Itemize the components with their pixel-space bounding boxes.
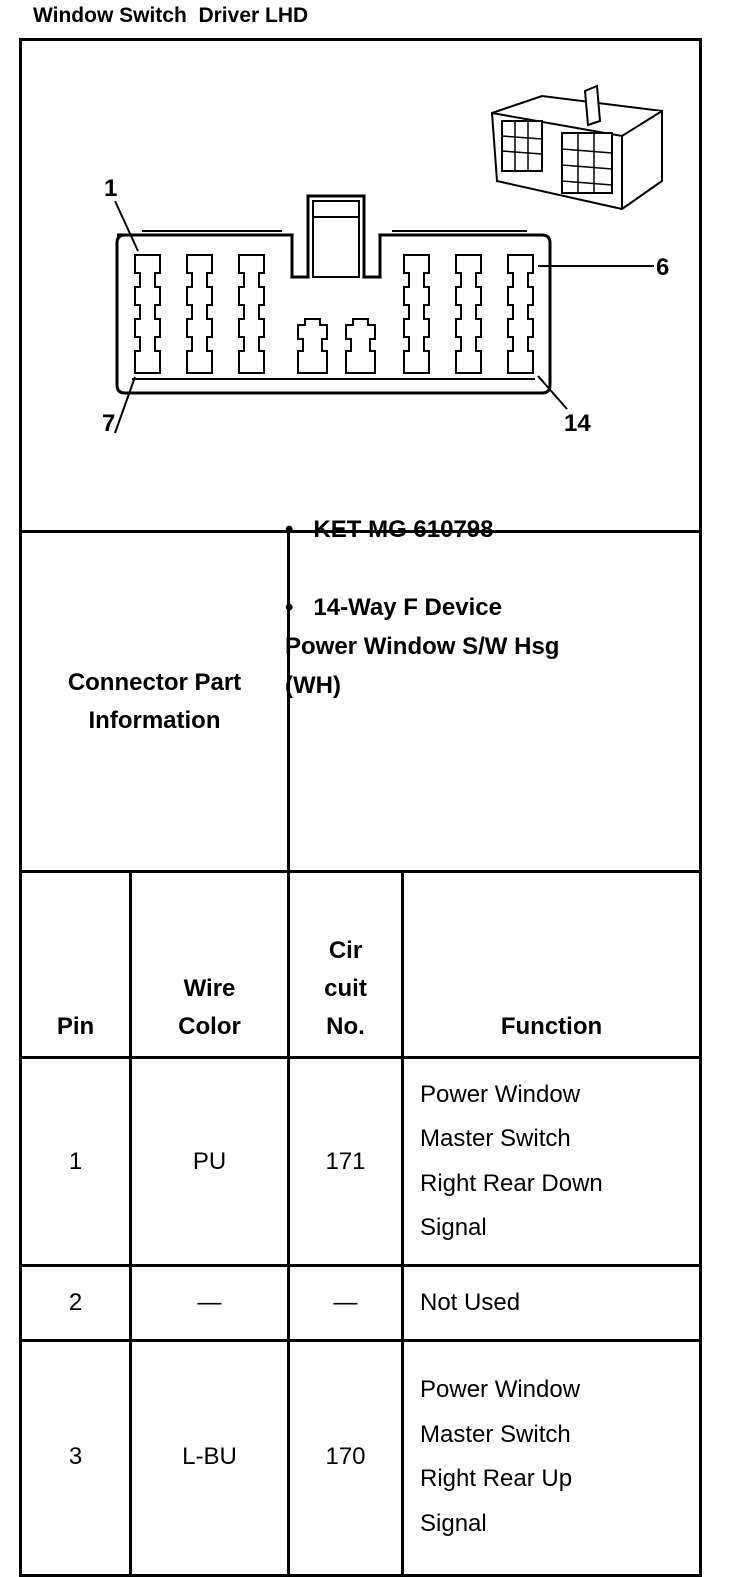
row-1-function: Power Window Master Switch Right Rear Do… bbox=[404, 1059, 699, 1264]
description-bullet: • 14-Way F Device bbox=[285, 594, 502, 621]
row-1-wire-color: PU bbox=[192, 1147, 227, 1175]
pin-leader-lines bbox=[114, 200, 654, 434]
row-3-function: Power Window Master Switch Right Rear Up… bbox=[404, 1342, 699, 1572]
header-function: Function bbox=[500, 1013, 603, 1040]
table-border-left bbox=[19, 38, 22, 1577]
row-2-pin: 2 bbox=[68, 1289, 83, 1316]
row-3-function-line2: Master Switch bbox=[420, 1420, 571, 1448]
description-line1: 14-Way F Device bbox=[313, 594, 502, 621]
row-1-function-line2: Master Switch bbox=[420, 1125, 571, 1152]
row-3-pin: 3 bbox=[68, 1443, 83, 1470]
divider-diagram bbox=[19, 530, 702, 533]
row-2-wire-color: — bbox=[197, 1289, 222, 1316]
divider-row-1 bbox=[19, 1264, 702, 1267]
part-number-bullet: • KET MG 610798 bbox=[285, 516, 494, 543]
row-1-circuit: 171 bbox=[325, 1147, 366, 1175]
row-2-function-line1: Not Used bbox=[420, 1288, 521, 1316]
connector-info-label: Connector Part Information bbox=[22, 533, 287, 870]
row-1-function-line4: Signal bbox=[420, 1214, 487, 1241]
header-circuit-line3: No. bbox=[326, 1013, 365, 1040]
divider-row-2 bbox=[19, 1339, 702, 1342]
pin-label-14: 14 bbox=[564, 410, 591, 437]
row-1-function-line1: Power Window bbox=[420, 1080, 581, 1108]
row-3-function-line1: Power Window bbox=[420, 1376, 581, 1403]
pin-label-6: 6 bbox=[656, 254, 669, 281]
connector-table: 1 6 7 14 Connector Part Information bbox=[19, 38, 702, 1577]
connector-diagram: 1 6 7 14 bbox=[102, 84, 669, 437]
part-number: KET MG 610798 bbox=[313, 516, 494, 543]
row-3-wire-color: L-BU bbox=[182, 1443, 237, 1470]
row-3-function-line4: Signal bbox=[420, 1509, 487, 1537]
pin-label-1: 1 bbox=[104, 175, 117, 202]
divider-info bbox=[19, 870, 702, 873]
row-2-function: Not Used bbox=[404, 1267, 699, 1339]
row-2-circuit: — bbox=[333, 1289, 358, 1316]
connector-info-label-line2: Information bbox=[88, 706, 221, 734]
header-wire-color-line2: Color bbox=[178, 1013, 241, 1040]
header-circuit-no: Cir cuit No. bbox=[290, 873, 401, 1056]
row-3-function-line3: Right Rear Up bbox=[420, 1465, 573, 1492]
connector-info-values: • KET MG 610798 • 14-Way F Device Power … bbox=[285, 510, 685, 705]
header-pin: Pin bbox=[56, 1013, 95, 1040]
connector-3d-icon bbox=[490, 84, 663, 211]
header-wire-color: Wire Color bbox=[132, 873, 287, 1056]
row-1-function-line3: Right Rear Down bbox=[420, 1169, 603, 1197]
divider-header bbox=[19, 1056, 702, 1059]
connector-info-label-line1: Connector Part bbox=[67, 668, 242, 696]
description-line3: (WH) bbox=[285, 672, 341, 699]
connector-face bbox=[115, 194, 552, 395]
divider-col-pin bbox=[129, 870, 132, 1577]
pin-cavities bbox=[134, 254, 534, 374]
header-circuit-line1: Cir bbox=[328, 937, 363, 964]
header-circuit-line2: cuit bbox=[324, 975, 367, 1002]
description-line2: Power Window S/W Hsg bbox=[285, 633, 560, 660]
row-3-circuit: 170 bbox=[325, 1443, 366, 1470]
row-1-pin: 1 bbox=[68, 1147, 83, 1175]
page-title: Window Switch Driver LHD bbox=[33, 4, 309, 27]
divider-col-wire bbox=[287, 870, 290, 1577]
table-border-top bbox=[19, 38, 702, 41]
header-wire-color-line1: Wire bbox=[183, 975, 236, 1002]
table-border-right bbox=[699, 38, 702, 1577]
divider-col-circuit bbox=[401, 870, 404, 1577]
divider-info-vertical bbox=[287, 530, 290, 873]
pin-label-7: 7 bbox=[102, 410, 115, 437]
